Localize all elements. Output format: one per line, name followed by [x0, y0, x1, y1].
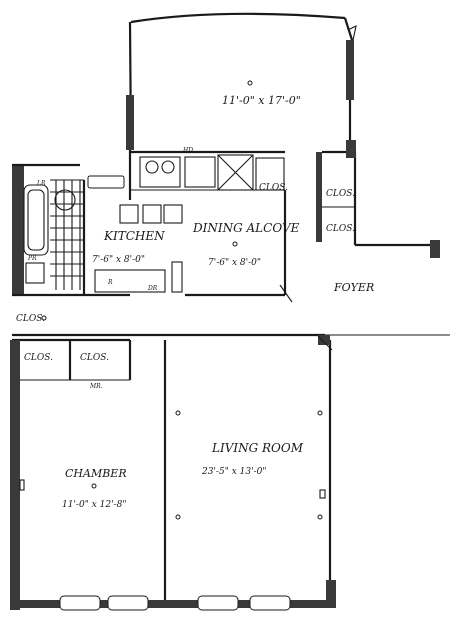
- foyer-closets: CLOS. CLOS. FOYER: [316, 140, 440, 294]
- tile-grid: [50, 179, 84, 290]
- closet-upper: [255, 157, 285, 191]
- window-3: [197, 595, 239, 611]
- wall-hatch-chamber: [10, 340, 20, 610]
- outlet: [247, 80, 253, 86]
- clos-b-label: CLOS.: [80, 353, 109, 363]
- dr-label: DR: [147, 285, 158, 292]
- chamber-label: CHAMBER: [65, 467, 127, 480]
- lr-label: LR: [36, 180, 46, 187]
- kitchen: HD KITCHEN 7'-6" x 8'-0" R DR: [92, 147, 285, 293]
- mr-label: MR.: [89, 383, 103, 390]
- top-room: 11'-0" x 17'-0": [126, 12, 357, 151]
- chamber: CHAMBER 11'-0" x 12'-8": [10, 340, 167, 610]
- window-2: [107, 595, 149, 611]
- bathtub-inner: [27, 189, 45, 251]
- door-swing: [279, 284, 293, 303]
- dining-alcove: DINING ALCOVE 7'-6" x 8'-0" CLOS.: [185, 157, 300, 297]
- clos-right3-label: CLOS.: [326, 224, 355, 234]
- living-room-label: LIVING ROOM: [211, 441, 304, 455]
- column: [171, 261, 183, 293]
- bottom-wall: [10, 595, 336, 611]
- window-1: [59, 595, 101, 611]
- clos-right2-label: CLOS.: [326, 189, 355, 199]
- counter: [184, 156, 216, 188]
- outlet: [232, 241, 238, 247]
- stove: [139, 156, 181, 188]
- chamber-closets: CLOS. CLOS. MR.: [12, 338, 132, 390]
- chamber-dims: 11'-0" x 12'-8": [62, 500, 126, 510]
- wall-hatch-top-right: [346, 40, 354, 100]
- r-label: R: [107, 279, 113, 286]
- cabinet-1: [119, 204, 139, 224]
- cabinet-3: [163, 204, 183, 224]
- range: [94, 269, 166, 293]
- wall-hatch-top-left: [126, 95, 134, 150]
- bathtub: [23, 184, 49, 256]
- living-room: LIVING ROOM 23'-5" x 13'-0": [175, 335, 336, 605]
- living-dims: 23'-5" x 13'-0": [201, 467, 266, 477]
- window-4: [249, 595, 291, 611]
- door-swing: [317, 335, 333, 351]
- bath-kitchen-block: LR PR: [12, 163, 130, 297]
- pr-label: PR: [27, 255, 37, 262]
- dining-label: DINING ALCOVE: [192, 221, 300, 235]
- cabinet-2: [142, 204, 162, 224]
- sink: [54, 189, 76, 211]
- kitchen-dims: 7'-6" x 8'-0": [92, 255, 145, 265]
- refrigerator-box: [217, 154, 254, 191]
- clos-right1-label: CLOS.: [259, 183, 288, 193]
- window-kitchen: [87, 175, 125, 189]
- hd-label: HD: [182, 147, 193, 154]
- wall-hatch-left: [12, 165, 24, 295]
- wall-hatch-foyer: [316, 152, 322, 242]
- toilet: [25, 262, 45, 284]
- foyer-label: FOYER: [333, 281, 374, 294]
- dining-dims: 7'-6" x 8'-0": [208, 258, 261, 268]
- top-room-dims: 11'-0" x 17'-0": [222, 94, 301, 107]
- clos-a-label: CLOS.: [24, 353, 53, 363]
- kitchen-label: KITCHEN: [103, 229, 165, 243]
- clos-hall-label: CLOS.: [16, 314, 45, 324]
